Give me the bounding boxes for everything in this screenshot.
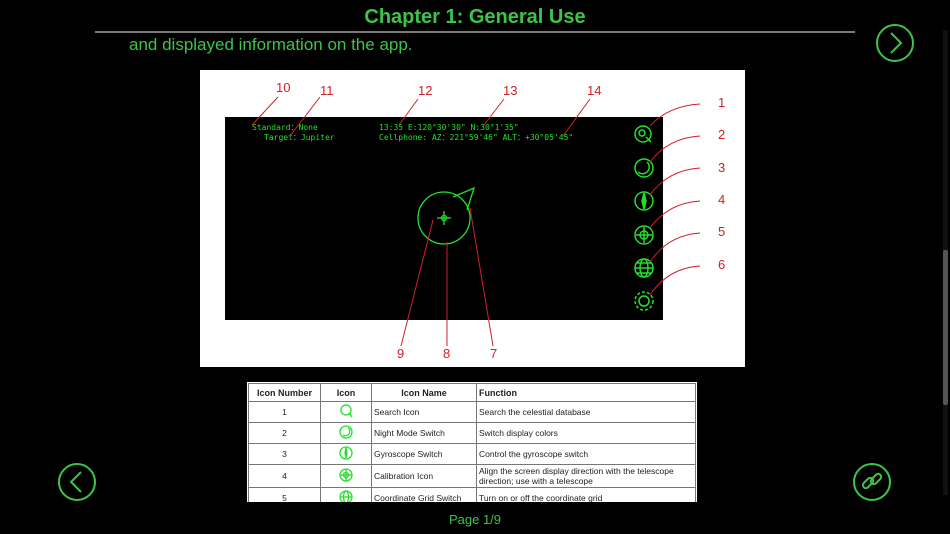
page-indicator: Page 1/9 (448, 512, 502, 527)
chevron-right-icon (890, 32, 903, 54)
night-mode-icon (634, 158, 654, 178)
callout-14: 14 (587, 83, 601, 98)
reticle (417, 186, 476, 245)
night-mode-icon (339, 425, 353, 439)
view-circle (417, 191, 471, 245)
interface-diagram: Standard：None Target：Jupiter 13:35 E:120… (200, 70, 745, 367)
calibration-icon (634, 225, 654, 245)
coordinate-grid-icon (339, 490, 353, 502)
scrollbar[interactable] (943, 30, 948, 495)
callout-lines (251, 96, 701, 347)
icon-number: 5 (248, 487, 321, 502)
callout-10: 10 (276, 80, 290, 95)
table-header-row: Icon Number Icon Icon Name Function (248, 383, 696, 402)
icon-number: 2 (248, 422, 321, 444)
intro-text: and displayed information on the app. (129, 35, 413, 54)
header-icon-number: Icon Number (248, 383, 321, 402)
search-icon (340, 404, 353, 418)
next-page-button[interactable] (876, 24, 914, 62)
callout-5: 5 (718, 224, 725, 239)
callout-11: 11 (320, 83, 334, 98)
callout-9: 9 (397, 346, 404, 361)
table-row: 2 Night Mode Switch Switch display color… (248, 422, 696, 444)
header-icon: Icon (320, 383, 372, 402)
table-row: 4 Calibration Icon Align the screen disp… (248, 464, 696, 488)
table-row: 3 Gyroscope Switch Control the gyroscope… (248, 443, 696, 465)
icon-cell (320, 422, 372, 444)
icon-function: Search the celestial database (476, 401, 696, 423)
status-standard: Standard：None (252, 123, 318, 132)
icon-function: Control the gyroscope switch (476, 443, 696, 465)
callout-12: 12 (418, 83, 432, 98)
icon-name: Gyroscope Switch (371, 443, 477, 465)
status-cellphone: Cellphone: AZ：221°59'46" ALT：+30°05'45" (379, 133, 573, 142)
icon-cell (320, 464, 372, 488)
header-divider (95, 31, 855, 33)
link-button[interactable] (853, 463, 891, 501)
table-row: 1 Search Icon Search the celestial datab… (248, 401, 696, 423)
callout-8: 8 (443, 346, 450, 361)
icon-function: Align the screen display direction with … (476, 464, 696, 488)
header-function: Function (476, 383, 696, 402)
callout-6: 6 (718, 257, 725, 272)
icon-cell (320, 487, 372, 502)
icon-function: Switch display colors (476, 422, 696, 444)
icon-name: Calibration Icon (371, 464, 477, 488)
chapter-title: Chapter 1: General Use (364, 6, 586, 28)
callout-7: 7 (490, 346, 497, 361)
scrollbar-thumb[interactable] (943, 250, 948, 405)
callout-1: 1 (718, 95, 725, 110)
icon-name: Search Icon (371, 401, 477, 423)
table-row: 5 Coordinate Grid Switch Turn on or off … (248, 487, 696, 502)
icon-name: Coordinate Grid Switch (371, 487, 477, 502)
icon-cell (320, 443, 372, 465)
coordinate-grid-icon (634, 258, 654, 278)
icon-number: 3 (248, 443, 321, 465)
search-icon (634, 125, 652, 143)
icon-cell (320, 401, 372, 423)
callout-4: 4 (718, 192, 725, 207)
icon-number: 1 (248, 401, 321, 423)
icon-function: Turn on or off the coordinate grid (476, 487, 696, 502)
calibration-icon (339, 468, 353, 482)
icon-table: Icon Number Icon Icon Name Function 1 Se… (247, 382, 697, 502)
callout-3: 3 (718, 160, 725, 175)
icon-number: 4 (248, 464, 321, 488)
status-time-coords: 13:35 E:120°30'30" N:30°1'35" (379, 123, 519, 132)
direction-pointer (452, 186, 476, 211)
callout-2: 2 (718, 127, 725, 142)
chevron-left-icon (69, 471, 82, 493)
icon-name: Night Mode Switch (371, 422, 477, 444)
gyroscope-icon (339, 446, 353, 460)
status-target: Target：Jupiter (264, 133, 335, 142)
previous-page-button[interactable] (58, 463, 96, 501)
settings-icon (634, 291, 654, 311)
gyroscope-icon (634, 191, 654, 211)
link-icon (861, 472, 883, 490)
header-icon-name: Icon Name (371, 383, 477, 402)
callout-13: 13 (503, 83, 517, 98)
